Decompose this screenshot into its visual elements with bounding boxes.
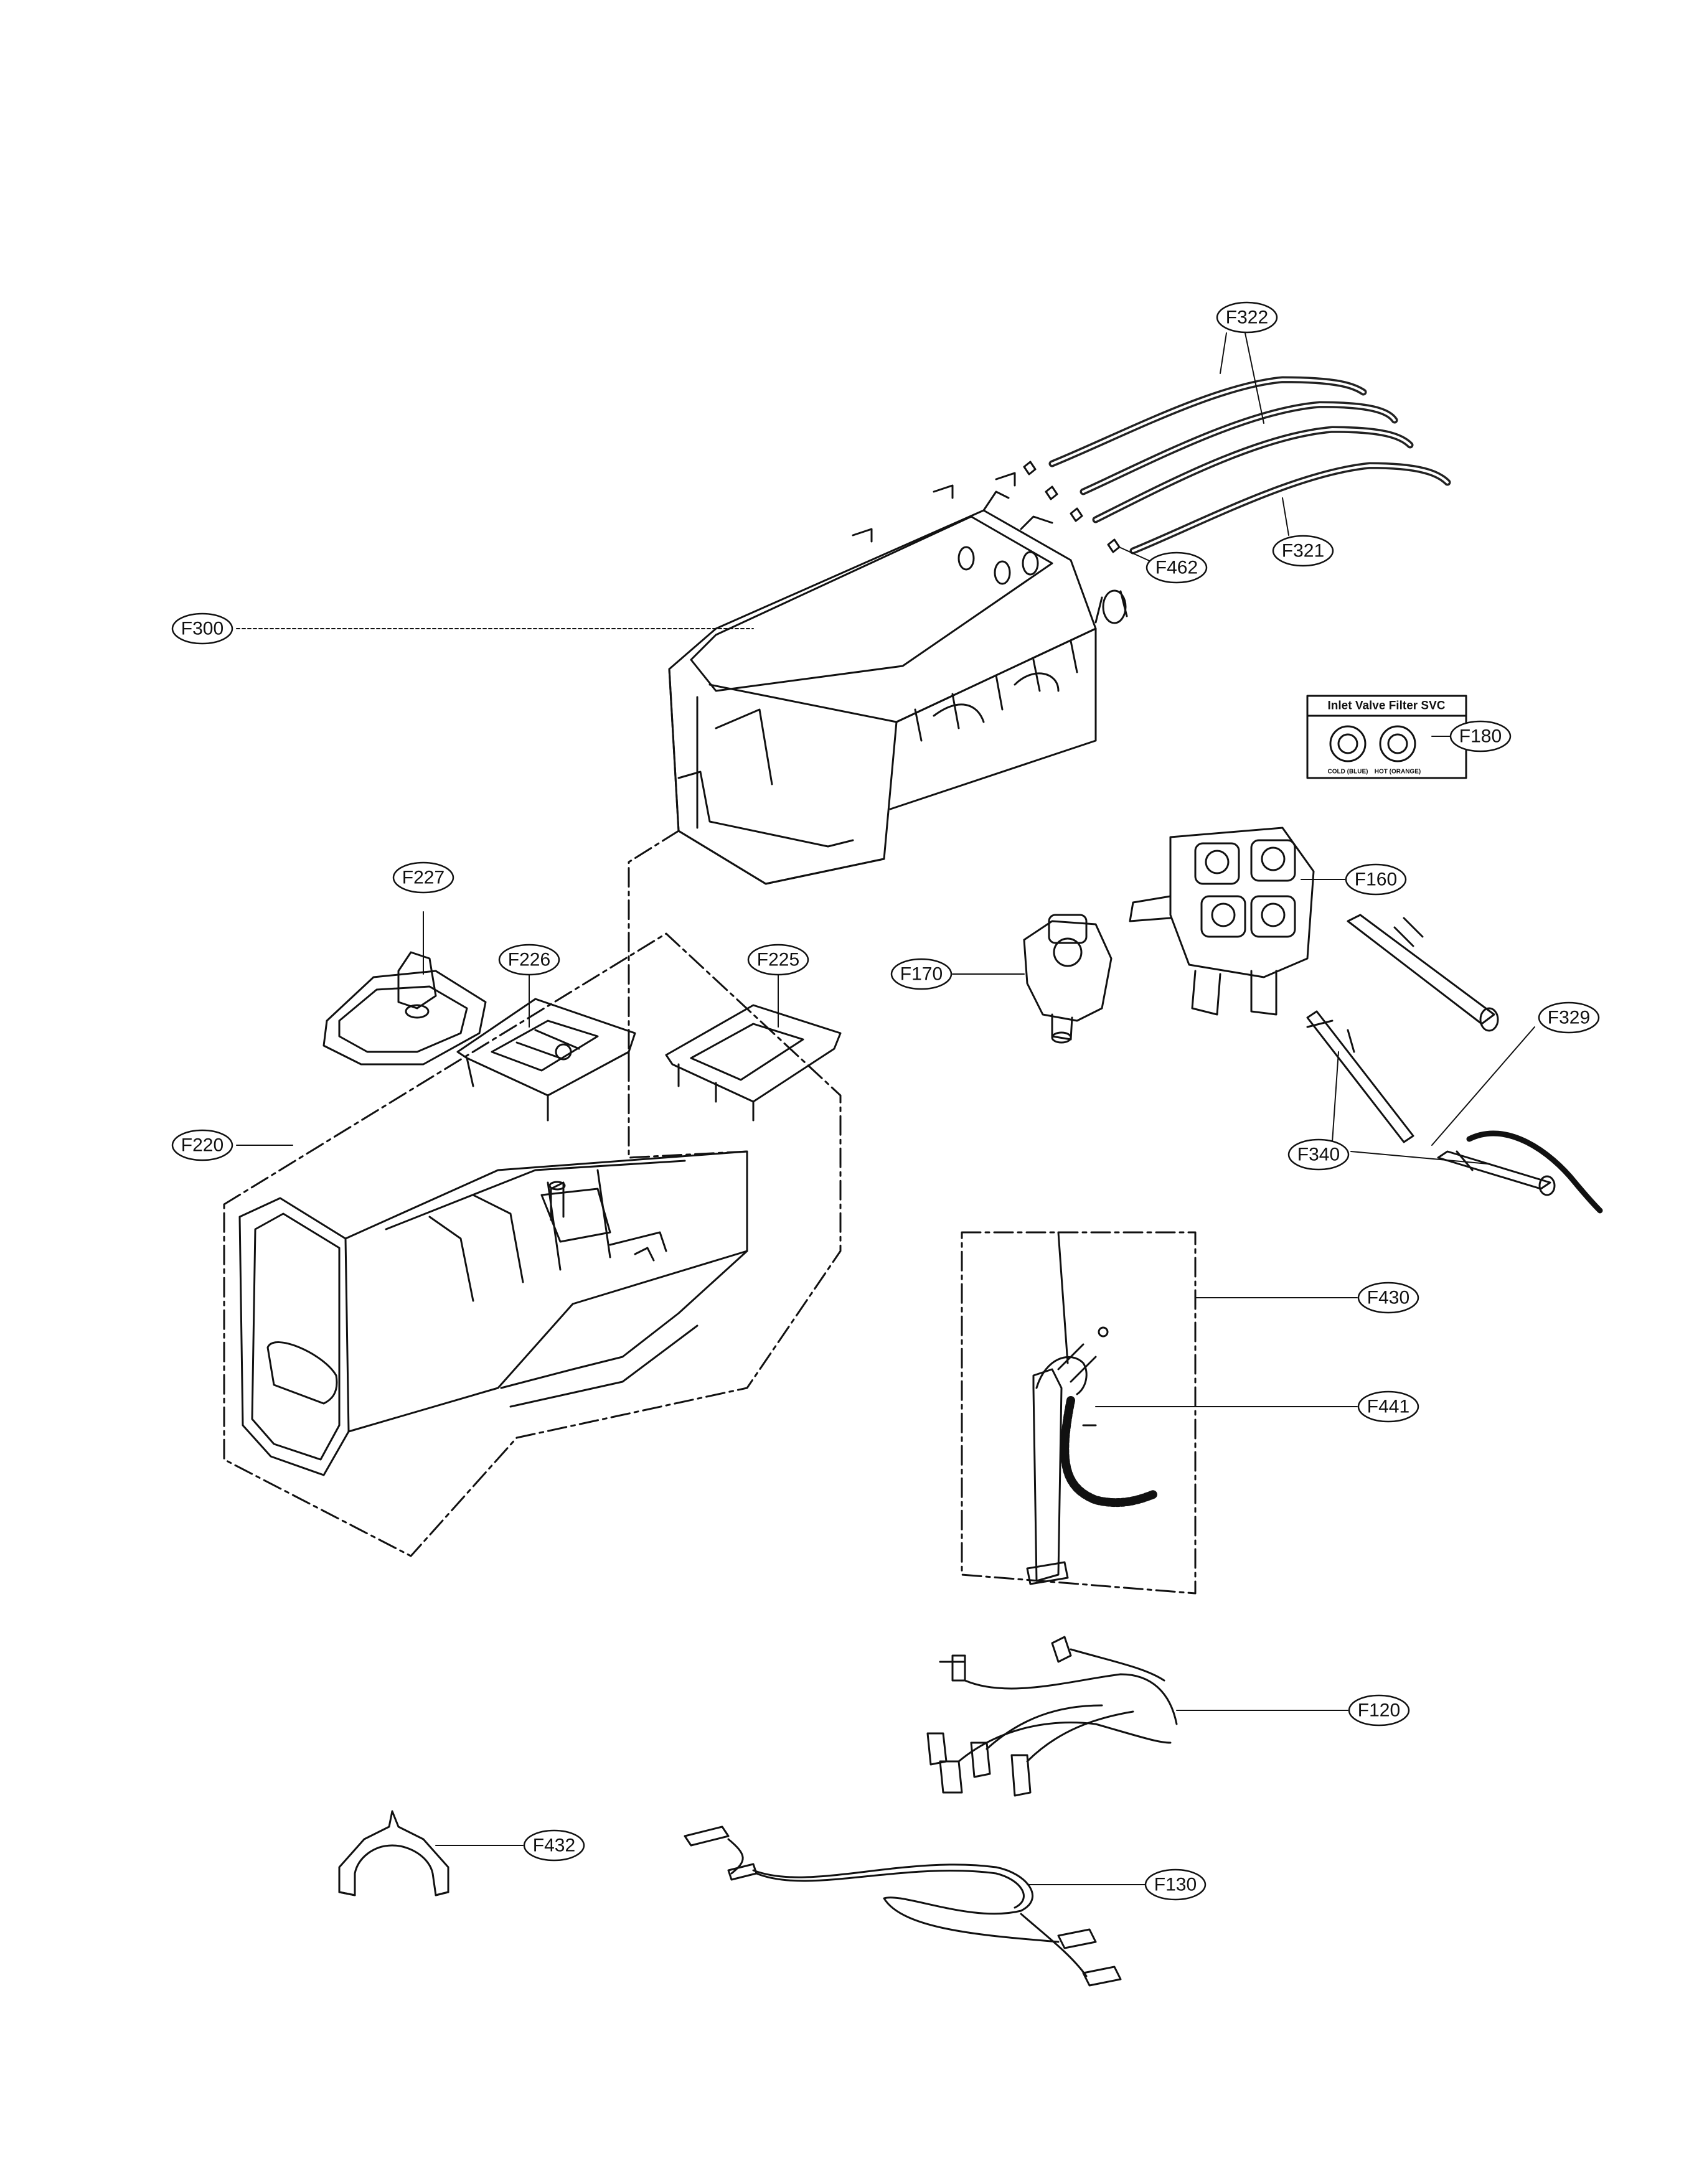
label-f300: F300: [181, 619, 223, 639]
label-f430: F430: [1367, 1288, 1409, 1308]
label-f170: F170: [900, 964, 943, 985]
dispenser-drawer-part: [238, 1150, 748, 1476]
label-f130: F130: [1154, 1875, 1197, 1895]
sensor-harness-part: [684, 1825, 1122, 1987]
inlet-filter-cold-label: COLD (BLUE): [1328, 769, 1368, 776]
label-f432: F432: [533, 1835, 575, 1856]
label-f322: F322: [1226, 307, 1268, 328]
hose-clip-part: [338, 1810, 449, 1896]
label-f321: F321: [1282, 541, 1324, 561]
assembly-boundaries: [223, 830, 1197, 1595]
label-f180: F180: [1459, 726, 1502, 747]
dispenser-housing-part: [668, 472, 1128, 885]
hose-clamps: [1023, 461, 1121, 553]
label-f441: F441: [1367, 1397, 1409, 1417]
leader-lines: [236, 332, 1535, 1885]
valve-hoses-part: [1306, 914, 1556, 1196]
softener-cap-part: [322, 951, 487, 1066]
drain-hose-part: [1026, 1231, 1159, 1585]
label-f329: F329: [1548, 1008, 1590, 1028]
inlet-filter-title: Inlet Valve Filter SVC: [1327, 700, 1445, 713]
inlet-valve-part: [1129, 827, 1315, 1016]
label-f226: F226: [508, 950, 550, 970]
label-texts: F322 F321 F462 F300 F180 F160 F170 F329 …: [181, 307, 1590, 1895]
label-f160: F160: [1355, 869, 1397, 890]
single-valve-part: [1023, 914, 1113, 1044]
wire-harness-part: [926, 1636, 1178, 1797]
label-f220: F220: [181, 1135, 223, 1156]
bleach-insert-part: [665, 1004, 842, 1122]
label-f225: F225: [757, 950, 799, 970]
label-f227: F227: [402, 868, 445, 888]
label-f462: F462: [1155, 558, 1198, 578]
label-f340: F340: [1297, 1145, 1340, 1165]
label-f120: F120: [1358, 1700, 1400, 1721]
label-bubbles: [171, 301, 1600, 1901]
detergent-insert-part: [456, 998, 636, 1122]
inlet-hoses-core: [1051, 378, 1449, 552]
inlet-filter-hot-label: HOT (ORANGE): [1375, 769, 1421, 776]
drain-line-f329: [1466, 1130, 1603, 1214]
